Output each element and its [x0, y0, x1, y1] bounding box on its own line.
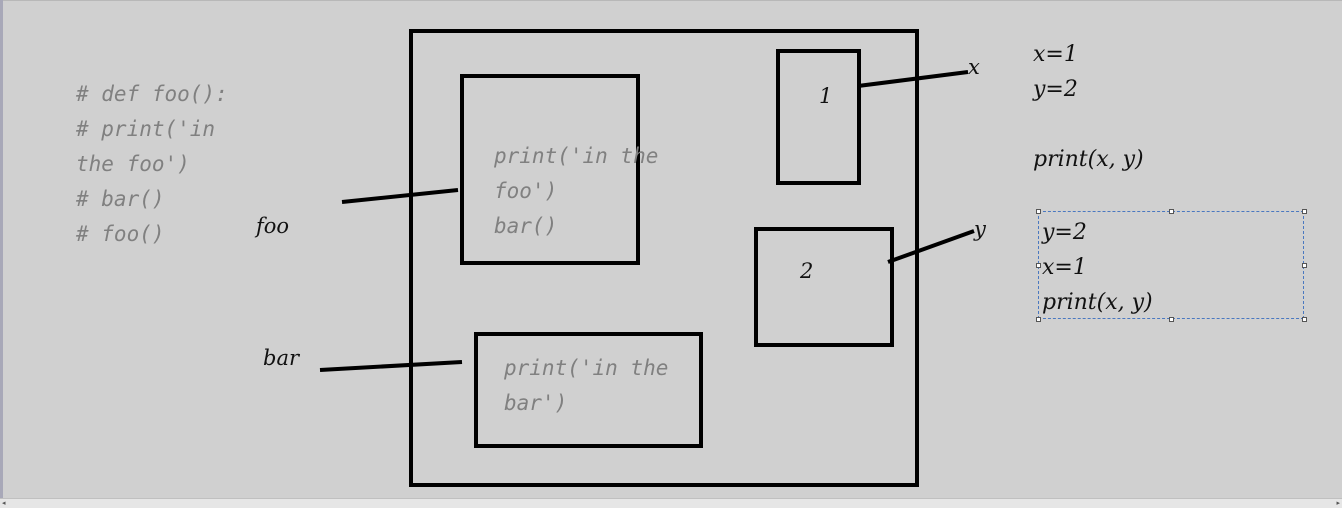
note-line-2: y=2	[1033, 77, 1078, 102]
resize-handle-tl[interactable]	[1036, 209, 1041, 214]
resize-handle-bc[interactable]	[1169, 317, 1174, 322]
y-value-box	[754, 227, 894, 347]
bar-box-code-2: bar')	[504, 391, 568, 415]
foo-box-code-1: print('in the	[494, 144, 659, 168]
foo-box-code-2: foo')	[494, 179, 558, 203]
foo-function-box	[460, 74, 640, 265]
label-foo: foo	[256, 214, 290, 238]
label-x: x	[968, 55, 980, 79]
label-bar: bar	[263, 346, 300, 370]
selected-note-line-1: y=2	[1042, 220, 1087, 245]
note-line-4: print(x, y)	[1033, 147, 1144, 172]
bar-connector-line	[319, 360, 463, 372]
frame-top-edge	[0, 0, 1342, 1]
resize-handle-tr[interactable]	[1302, 209, 1307, 214]
horizontal-scrollbar[interactable]	[0, 498, 1342, 508]
x-value-text: 1	[819, 84, 833, 108]
comment-line-5: # foo()	[76, 222, 165, 246]
x-value-box	[776, 49, 861, 185]
resize-handle-bl[interactable]	[1036, 317, 1041, 322]
scroll-left-icon[interactable]: ◂	[2, 499, 6, 507]
y-value-text: 2	[800, 259, 814, 283]
x-connector-line	[857, 70, 969, 88]
comment-line-1: # def foo():	[76, 82, 228, 106]
resize-handle-mr[interactable]	[1302, 263, 1307, 268]
comment-line-4: # bar()	[76, 187, 165, 211]
note-line-1: x=1	[1033, 42, 1078, 67]
selected-note-line-2: x=1	[1042, 255, 1087, 280]
resize-handle-tc[interactable]	[1169, 209, 1174, 214]
label-y: y	[974, 217, 986, 241]
y-connector-line	[887, 229, 975, 264]
resize-handle-ml[interactable]	[1036, 263, 1041, 268]
foo-connector-line	[341, 188, 459, 204]
comment-line-2: # print('in	[76, 117, 216, 141]
foo-box-code-3: bar()	[494, 214, 558, 238]
scroll-right-icon[interactable]: ▸	[1336, 499, 1340, 507]
comment-line-3: the foo')	[76, 152, 190, 176]
bar-function-box	[474, 332, 703, 448]
frame-left-edge	[0, 0, 3, 507]
bar-box-code-1: print('in the	[504, 356, 669, 380]
selected-note-line-3: print(x, y)	[1042, 290, 1153, 315]
memory-outer-box	[409, 29, 919, 487]
resize-handle-br[interactable]	[1302, 317, 1307, 322]
